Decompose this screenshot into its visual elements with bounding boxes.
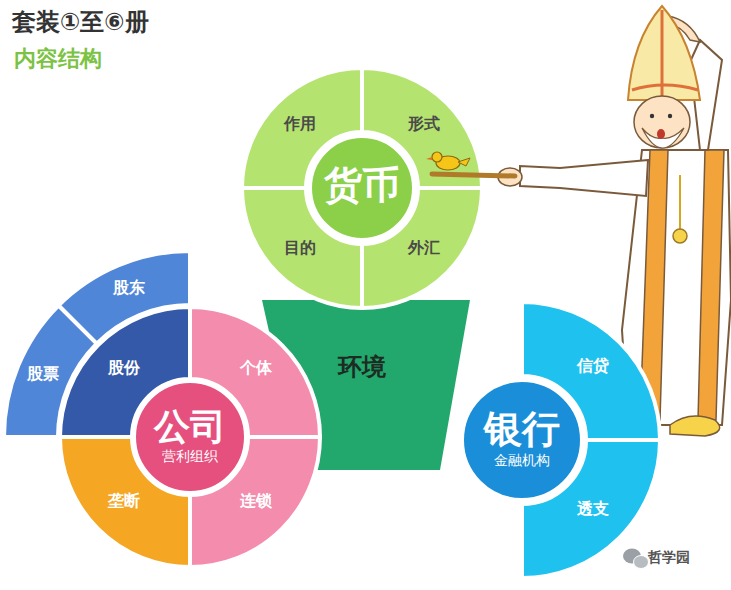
king-illustration <box>426 6 731 436</box>
title: 套装①至⑥册 <box>12 6 149 38</box>
ring-segment: 信贷 <box>574 357 612 375</box>
high-layer <box>462 302 660 578</box>
node-subtitle: 金融机构 <box>481 452 563 468</box>
ring-segment: 透支 <box>574 500 612 518</box>
watermark: 哲学园 <box>648 549 690 567</box>
circle-shape <box>134 381 246 493</box>
node-subtitle: 营利组织 <box>151 448 229 464</box>
node-title: 垄断 <box>105 492 143 510</box>
center-circle <box>310 136 414 240</box>
center-node: 公司营利组织 <box>151 406 229 463</box>
ring-segment: 形式 <box>405 115 443 133</box>
ring-segment: 目的 <box>281 239 319 257</box>
ring-segment: 个体 <box>237 359 275 377</box>
node-title: 信贷 <box>574 357 612 375</box>
wechat-icon <box>623 549 649 569</box>
circle-shape <box>462 380 582 500</box>
node-title: 透支 <box>574 500 612 518</box>
center-circle <box>134 381 246 493</box>
low-layer <box>4 68 482 567</box>
center-node: 货币 <box>321 164 403 208</box>
node-title: 连锁 <box>237 492 275 510</box>
node-title: 货币 <box>321 164 403 208</box>
node-title: 股票 <box>24 365 62 383</box>
ring-segment: 垄断 <box>105 492 143 510</box>
center-circle <box>462 380 582 500</box>
center-node: 银行金融机构 <box>481 408 563 468</box>
node-title: 目的 <box>281 239 319 257</box>
subtitle: 内容结构 <box>14 44 102 74</box>
node-title: 股份 <box>105 359 143 377</box>
environment-node: 环境 <box>335 354 389 382</box>
ring-segment: 股份 <box>105 359 143 377</box>
node-title: 形式 <box>405 115 443 133</box>
ring-segment: 外汇 <box>405 239 443 257</box>
ring-segment: 股东 <box>110 279 148 297</box>
node-title: 作用 <box>281 115 319 133</box>
node-title: 个体 <box>237 359 275 377</box>
node-title: 公司 <box>151 406 229 447</box>
ring-segment: 作用 <box>281 115 319 133</box>
circle-shape <box>310 136 414 240</box>
ring-segment: 连锁 <box>237 492 275 510</box>
node-title: 环境 <box>335 354 389 382</box>
ring-segment: 股票 <box>24 365 62 383</box>
node-title: 银行 <box>481 408 563 452</box>
node-title: 外汇 <box>405 239 443 257</box>
node-title: 股东 <box>110 279 148 297</box>
